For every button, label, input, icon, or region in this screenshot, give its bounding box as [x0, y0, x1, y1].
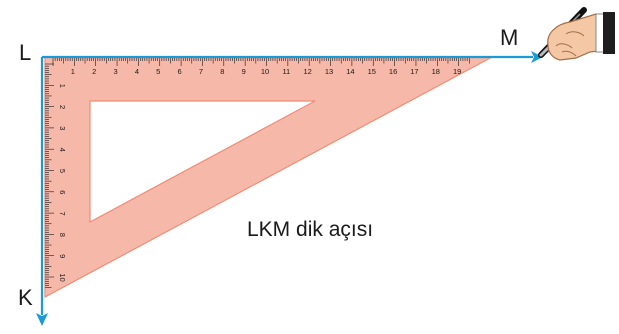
- ruler-number-top: 8: [220, 67, 224, 76]
- ruler-number-left: 4: [58, 148, 67, 152]
- ruler-number-left: 5: [58, 169, 67, 173]
- ruler-number-top: 6: [178, 67, 182, 76]
- ray-lk-arrowhead: [36, 313, 48, 326]
- ruler-numbers-left: 1 2 3 4 5 6 7 8 9 10: [58, 84, 67, 282]
- ruler-number-top: 13: [325, 67, 333, 76]
- ray-lm-arrowhead: [531, 51, 543, 63]
- ruler-number-top: 15: [368, 67, 376, 76]
- ruler-number-left: 3: [58, 126, 67, 130]
- point-label-k: K: [18, 285, 33, 310]
- ruler-number-top: 4: [135, 67, 139, 76]
- ruler-number-left: 8: [58, 233, 67, 237]
- angle-caption: LKM dik açısı: [247, 218, 374, 241]
- ruler-number-top: 17: [410, 67, 418, 76]
- ruler-number-top: 10: [261, 67, 269, 76]
- ruler-number-left: 2: [58, 105, 67, 109]
- ruler-ticks-left: [45, 63, 54, 288]
- ruler-number-top: 16: [389, 67, 397, 76]
- ruler-number-left: 7: [58, 212, 67, 216]
- point-label-m: M: [500, 25, 519, 50]
- ruler-number-top: 14: [346, 67, 354, 76]
- ruler-number-top: 18: [432, 67, 440, 76]
- ruler-number-top: 5: [156, 67, 160, 76]
- ruler-number-left: 6: [58, 190, 67, 194]
- ruler-number-left: 9: [58, 254, 67, 258]
- ruler-number-left: 1: [58, 84, 67, 88]
- set-square-triangle: [44, 56, 493, 299]
- hand-holding-pen-icon: [538, 7, 615, 61]
- point-label-l: L: [19, 40, 32, 65]
- ruler-number-top: 11: [282, 67, 290, 76]
- ruler-number-top: 2: [92, 67, 96, 76]
- ruler-number-top: 3: [113, 67, 117, 76]
- ruler-number-top: 7: [199, 67, 203, 76]
- ruler-number-left: 10: [58, 273, 67, 281]
- ruler-number-top: 12: [304, 67, 312, 76]
- ruler-number-top: 19: [453, 67, 461, 76]
- ruler-number-top: 9: [242, 67, 246, 76]
- ruler-number-top: 1: [71, 67, 75, 76]
